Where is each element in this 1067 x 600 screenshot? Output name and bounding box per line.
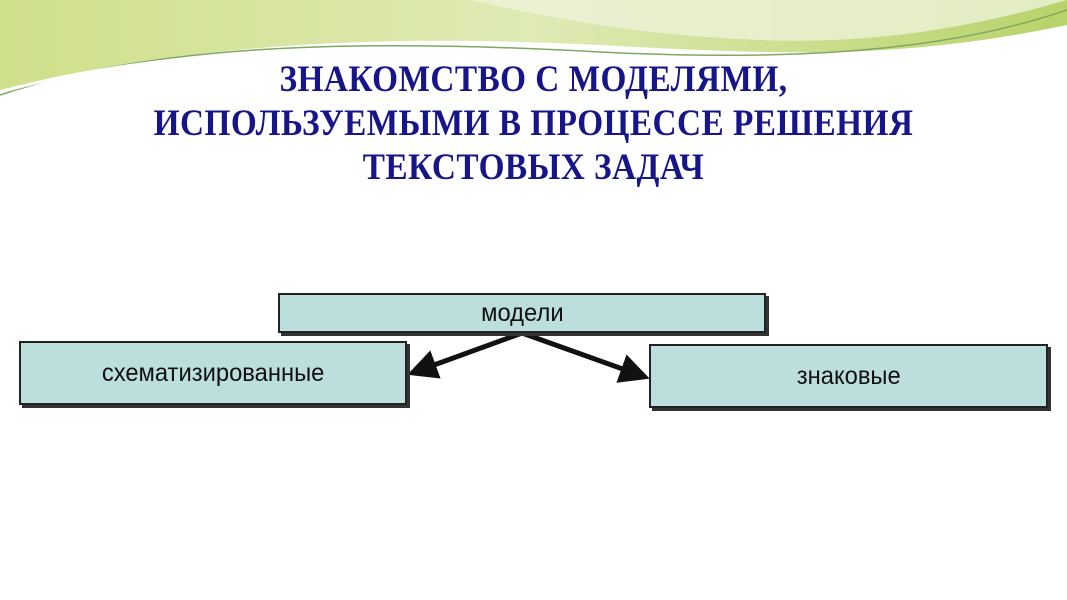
title-line-3: ТЕКСТОВЫХ ЗАДАЧ	[362, 147, 705, 188]
box-symbolic-label: знаковые	[796, 361, 901, 390]
box-symbolic: знаковые	[649, 344, 1048, 408]
decorative-header-swoosh	[0, 0, 1067, 96]
box-schematic-label: схематизированные	[101, 358, 325, 387]
box-schematic: схематизированные	[19, 341, 407, 405]
title-line-2: ИСПОЛЬЗУЕМЫМИ В ПРОЦЕССЕ РЕШЕНИЯ	[153, 103, 914, 144]
box-models-label: модели	[480, 298, 564, 327]
arrow-to-symbolic	[521, 330, 650, 383]
title-line-1: ЗНАКОМСТВО С МОДЕЛЯМИ,	[279, 59, 788, 100]
slide-title: ЗНАКОМСТВО С МОДЕЛЯМИ, ИСПОЛЬЗУЕМЫМИ В П…	[0, 58, 1067, 190]
box-models: модели	[278, 293, 766, 333]
arrow-to-schematic	[407, 330, 523, 379]
